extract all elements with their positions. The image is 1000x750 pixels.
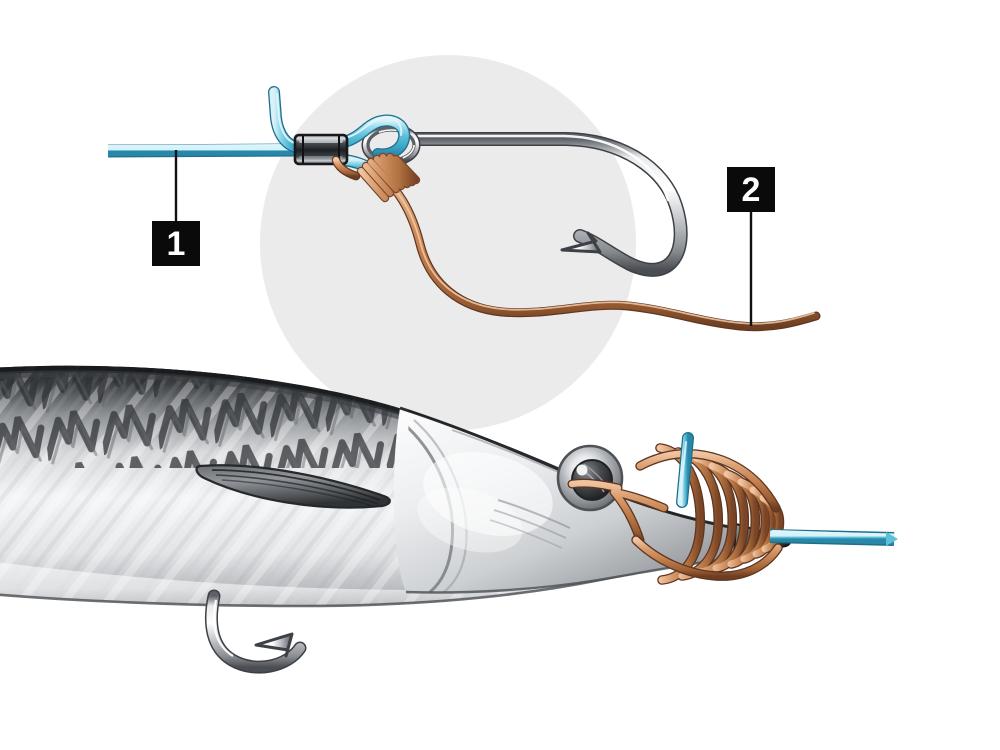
belly-hook <box>205 589 307 674</box>
monofilament-leader-line <box>107 143 301 158</box>
gray-spotlight-circle <box>260 55 636 431</box>
copper-eye-anchor <box>567 478 669 545</box>
copper-knot-wrap <box>331 152 421 203</box>
leader-stub-upper <box>676 432 694 508</box>
callout-badge-1[interactable]: 1 <box>152 221 200 266</box>
baitfish-eye <box>556 444 624 512</box>
hook-barb <box>560 231 602 254</box>
callout-badge-1-label: 1 <box>166 224 186 263</box>
callout-badge-2[interactable]: 2 <box>727 167 775 212</box>
copper-bridle-wire <box>367 163 821 332</box>
rig-detail-group <box>107 86 821 332</box>
baitfish <box>0 365 898 674</box>
belly-hook-barb <box>254 632 294 658</box>
leader-eye-loop-upper <box>338 114 411 161</box>
pectoral-fin <box>195 464 391 509</box>
callout-badge-2-label: 2 <box>741 170 761 209</box>
leader-exit-line <box>769 529 898 546</box>
